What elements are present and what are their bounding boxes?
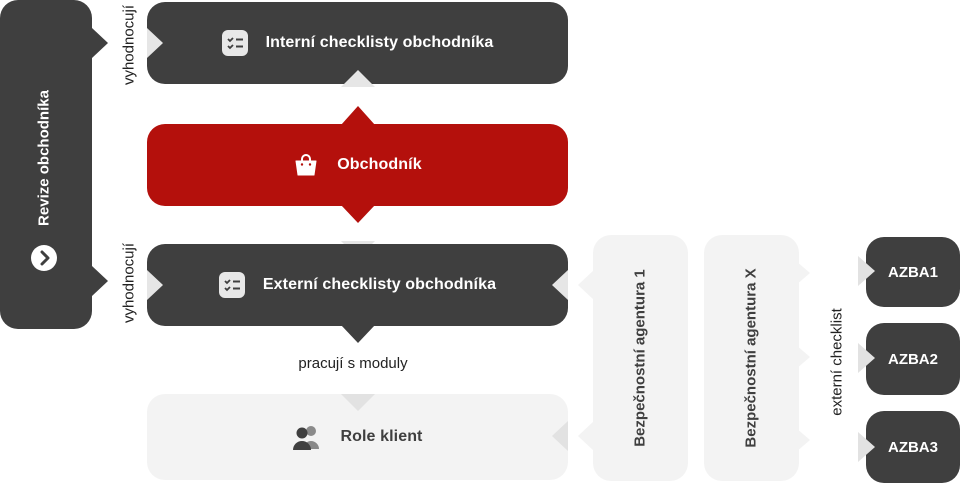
checklist-icon (218, 272, 245, 298)
arrow-revize-to-interni (92, 28, 108, 58)
agentura-1-label: Bezpečnostní agentura 1 (631, 269, 649, 447)
edge-label-vyhodnocuji-bottom: vyhodnocují (120, 242, 138, 324)
agentura-x-notch-2 (796, 345, 810, 369)
arrow-azba2-in (858, 343, 875, 373)
arrow-obchodnik-up (341, 106, 375, 125)
checklist-icon (221, 30, 248, 56)
agentura-x-node (704, 235, 799, 481)
obchodnik-label: Obchodník (337, 156, 422, 173)
externi-input-notch (147, 270, 163, 300)
revize-obchodnika-label: Revize obchodníka (35, 90, 53, 226)
edge-label-vyhodnocuji-top: vyhodnocují (120, 4, 138, 86)
interni-checklisty-node: Interní checklisty obchodníka (147, 2, 568, 84)
arrow-agentura1-to-role (578, 421, 594, 451)
arrow-revize-to-externi (92, 266, 108, 296)
role-klient-label: Role klient (340, 428, 423, 445)
obchodnik-node: Obchodník (147, 124, 568, 206)
azba2-node: AZBA2 (866, 323, 960, 395)
externi-right-notch (552, 270, 568, 300)
agentura-x-notch-3 (796, 428, 810, 452)
azba3-node: AZBA3 (866, 411, 960, 483)
agentura-1-node (593, 235, 688, 481)
azba1-node: AZBA1 (866, 237, 960, 307)
arrow-agentura1-to-externi (578, 270, 594, 300)
externi-checklisty-label: Externí checklisty obchodníka (262, 276, 497, 293)
role-right-notch (552, 421, 568, 451)
azba3-label: AZBA3 (887, 438, 938, 456)
externi-checklisty-node: Externí checklisty obchodníka (147, 244, 568, 326)
interni-bottom-notch (341, 70, 375, 87)
azba2-label: AZBA2 (887, 350, 938, 368)
arrow-azba1-in (858, 256, 875, 286)
revize-obchodnika-node (0, 0, 92, 329)
arrow-obchodnik-down (341, 205, 375, 223)
role-top-notch (341, 394, 375, 411)
shopping-bag-icon (293, 152, 319, 178)
azba1-label: AZBA1 (887, 263, 938, 281)
edge-label-externi-checklist: externí checklist (828, 308, 846, 416)
agentura-x-notch-1 (796, 261, 810, 285)
chevron-right-circle-icon (31, 245, 57, 271)
arrow-externi-down (341, 325, 375, 343)
users-icon (292, 424, 322, 450)
arrow-azba3-in (858, 432, 875, 462)
interni-input-notch (147, 28, 163, 58)
interni-checklisty-label: Interní checklisty obchodníka (265, 34, 494, 51)
agentura-x-label: Bezpečnostní agentura X (742, 268, 760, 448)
edge-label-pracuji-s-moduly: pracují s moduly (298, 355, 408, 372)
